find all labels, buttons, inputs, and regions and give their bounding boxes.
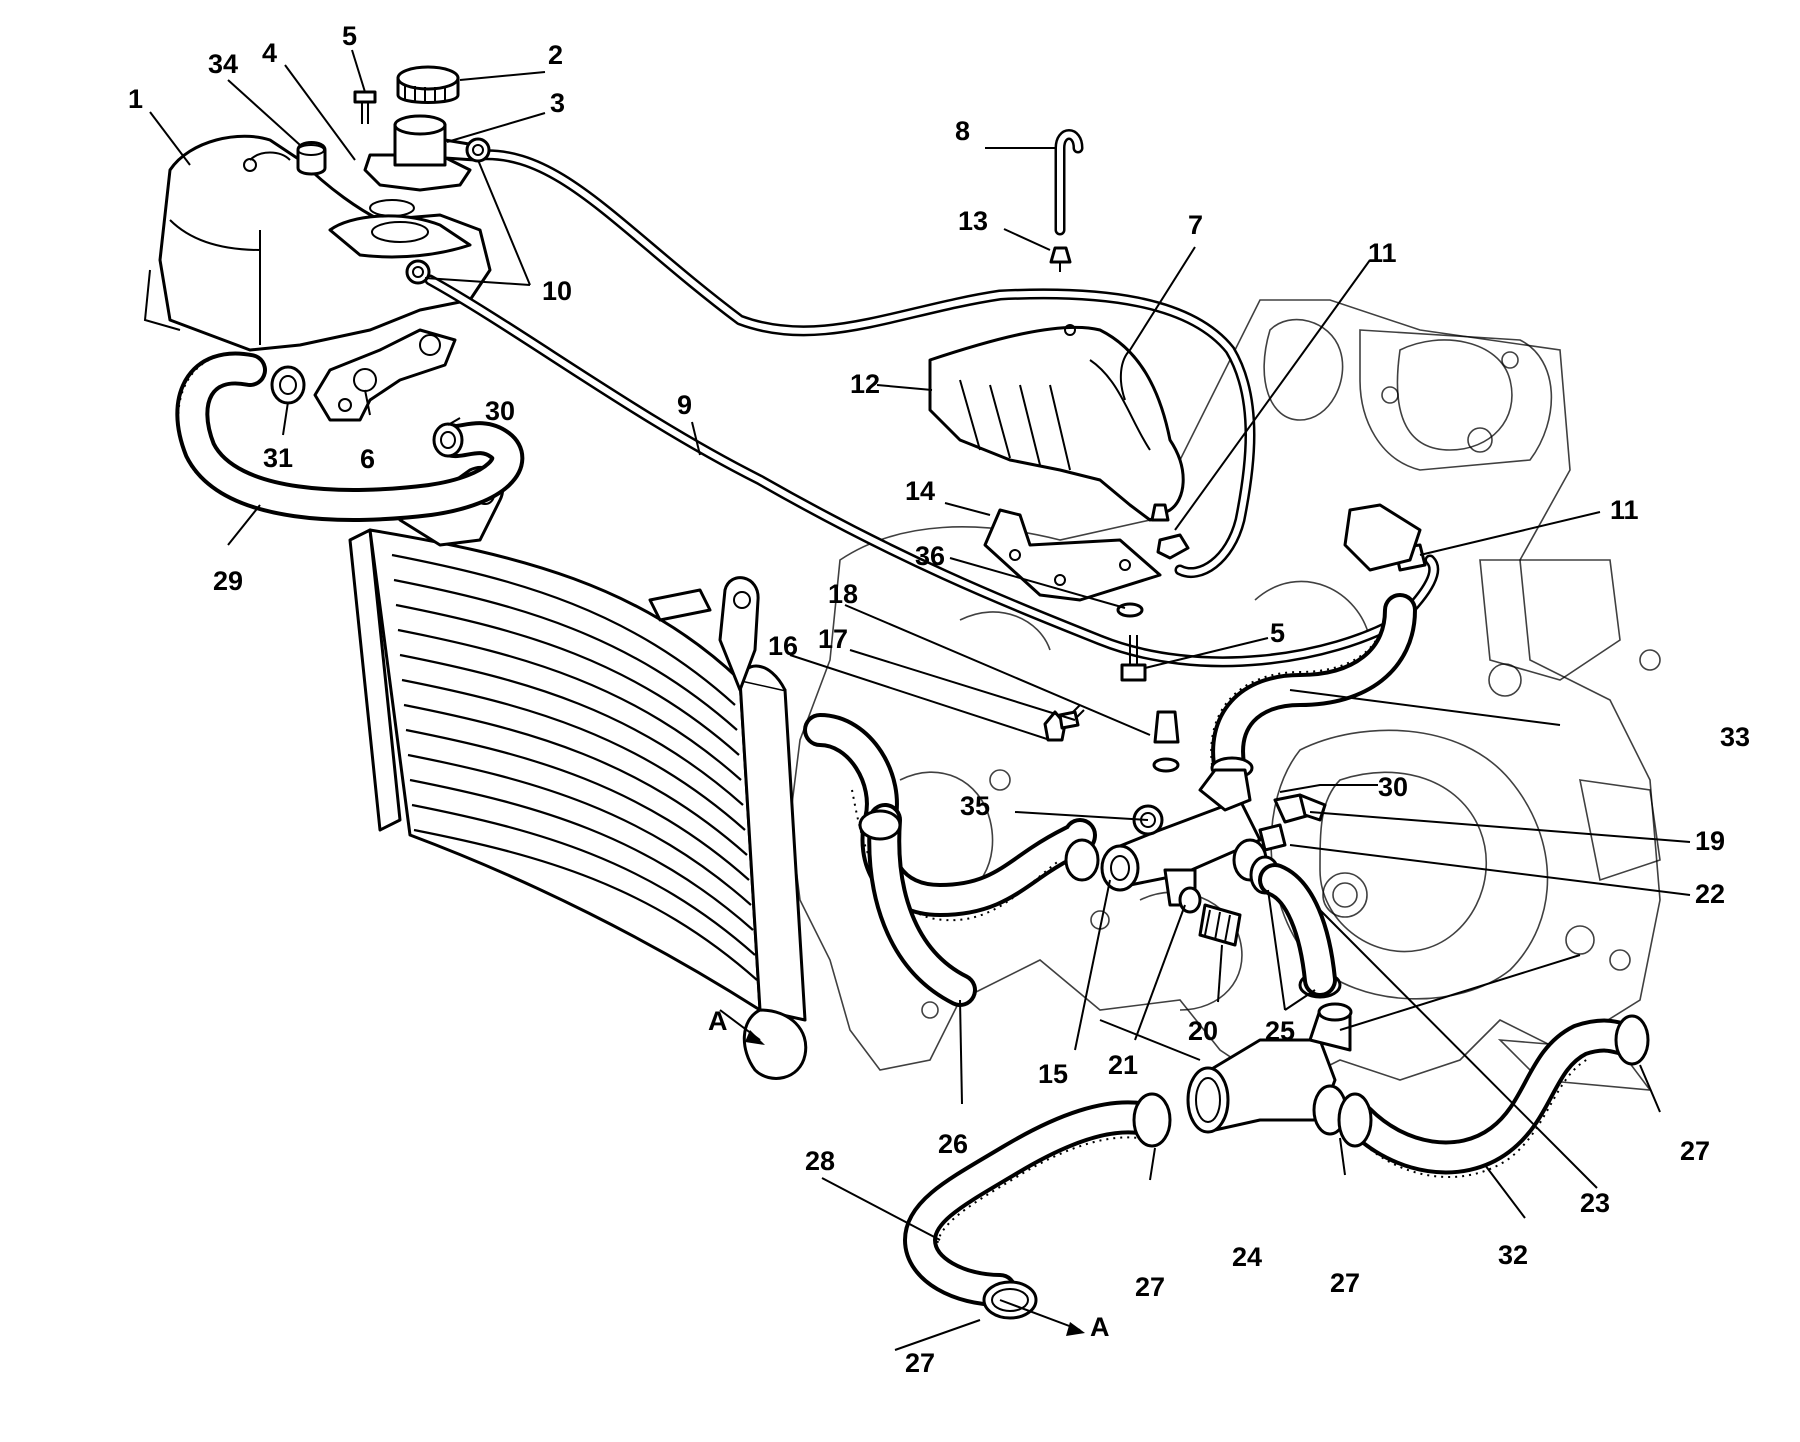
part-20-switch (1198, 903, 1242, 947)
expansion-tank (143, 134, 492, 352)
leader-lines (149, 49, 1691, 1351)
label-30-top: 30 (485, 396, 515, 426)
label-28: 28 (805, 1146, 835, 1176)
hose-28 (903, 1100, 1167, 1307)
part-5-screw-top (353, 90, 377, 124)
part-13-fitting (1049, 246, 1072, 272)
label-11-top: 11 (1368, 238, 1397, 268)
clamp-hose-26 (858, 809, 1100, 882)
part-31-clamp (270, 365, 306, 405)
part-12-cover (928, 324, 1185, 522)
part-10-clamps (405, 137, 491, 285)
label-8: 8 (955, 116, 970, 146)
part-8-vent-tube (1054, 129, 1084, 236)
label-12: 12 (850, 369, 880, 399)
part-36-washer (1116, 602, 1144, 618)
part-22-plug (1258, 823, 1287, 852)
t-fitting-15 (1100, 768, 1268, 907)
flow-arrow-A1 (719, 1009, 765, 1045)
label-6: 6 (360, 444, 375, 474)
label-27-lower-left: 27 (1135, 1272, 1165, 1302)
label-18: 18 (828, 579, 858, 609)
label-1: 1 (128, 84, 143, 114)
part-30-clamp-top (432, 422, 464, 458)
label-20: 20 (1188, 1016, 1218, 1046)
label-3: 3 (550, 88, 565, 118)
hose-23 (1258, 863, 1337, 997)
t-piece-24 (1186, 1002, 1353, 1136)
part-5-screw-lower (1120, 635, 1147, 682)
clamps-hose-32 (1337, 1014, 1650, 1148)
label-13: 13 (958, 206, 988, 236)
label-11-right: 11 (1610, 495, 1639, 525)
label-34: 34 (208, 49, 238, 79)
part-11-fitting-right (1343, 503, 1427, 572)
hose-26 (803, 713, 1097, 1007)
hose-29 (175, 351, 525, 522)
hose-33 (1210, 593, 1417, 787)
part-4-gasket (369, 199, 415, 217)
label-10: 10 (542, 276, 572, 306)
label-36: 36 (915, 541, 945, 571)
label-30-lower: 30 (1378, 772, 1408, 802)
label-2: 2 (548, 40, 563, 70)
label-32: 32 (1498, 1240, 1528, 1270)
label-22: 22 (1695, 879, 1725, 909)
label-14: 14 (905, 476, 935, 506)
label-25: 25 (1265, 1016, 1295, 1046)
label-29: 29 (213, 566, 243, 596)
label-26: 26 (938, 1129, 968, 1159)
hose-32 (1343, 1018, 1647, 1178)
label-19: 19 (1695, 826, 1725, 856)
callout-labels: 1 2 3 4 5 5 6 7 8 9 10 11 11 12 13 14 15… (128, 21, 1750, 1378)
label-24: 24 (1232, 1242, 1262, 1272)
label-4: 4 (262, 38, 277, 68)
label-5-top: 5 (342, 21, 357, 51)
flow-arrow-A2 (999, 1299, 1085, 1336)
part-34-plug (296, 141, 327, 176)
label-27-lower-right: 27 (1330, 1268, 1360, 1298)
part-14-bracket (983, 508, 1162, 602)
label-33: 33 (1720, 722, 1750, 752)
label-15: 15 (1038, 1059, 1068, 1089)
radiator (348, 465, 808, 1080)
label-27-right: 27 (1680, 1136, 1710, 1166)
flow-marker-A2: A (1090, 1312, 1110, 1342)
filler-neck-and-cap (363, 65, 477, 192)
label-35: 35 (960, 791, 990, 821)
label-27-bottom-left: 27 (905, 1348, 935, 1378)
label-31: 31 (263, 443, 293, 473)
tube-7-overflow (474, 149, 1256, 578)
part-11-nut (1156, 533, 1190, 560)
part-18-sensor (1152, 710, 1180, 773)
part-6-bracket (313, 328, 457, 422)
label-21: 21 (1108, 1050, 1138, 1080)
part-19-sender (1273, 793, 1327, 824)
flow-marker-A1: A (708, 1006, 728, 1036)
label-17: 17 (818, 624, 848, 654)
label-9: 9 (677, 390, 692, 420)
label-7: 7 (1188, 210, 1203, 240)
label-23: 23 (1580, 1188, 1610, 1218)
label-16: 16 (768, 631, 798, 661)
label-5-lower: 5 (1270, 618, 1285, 648)
